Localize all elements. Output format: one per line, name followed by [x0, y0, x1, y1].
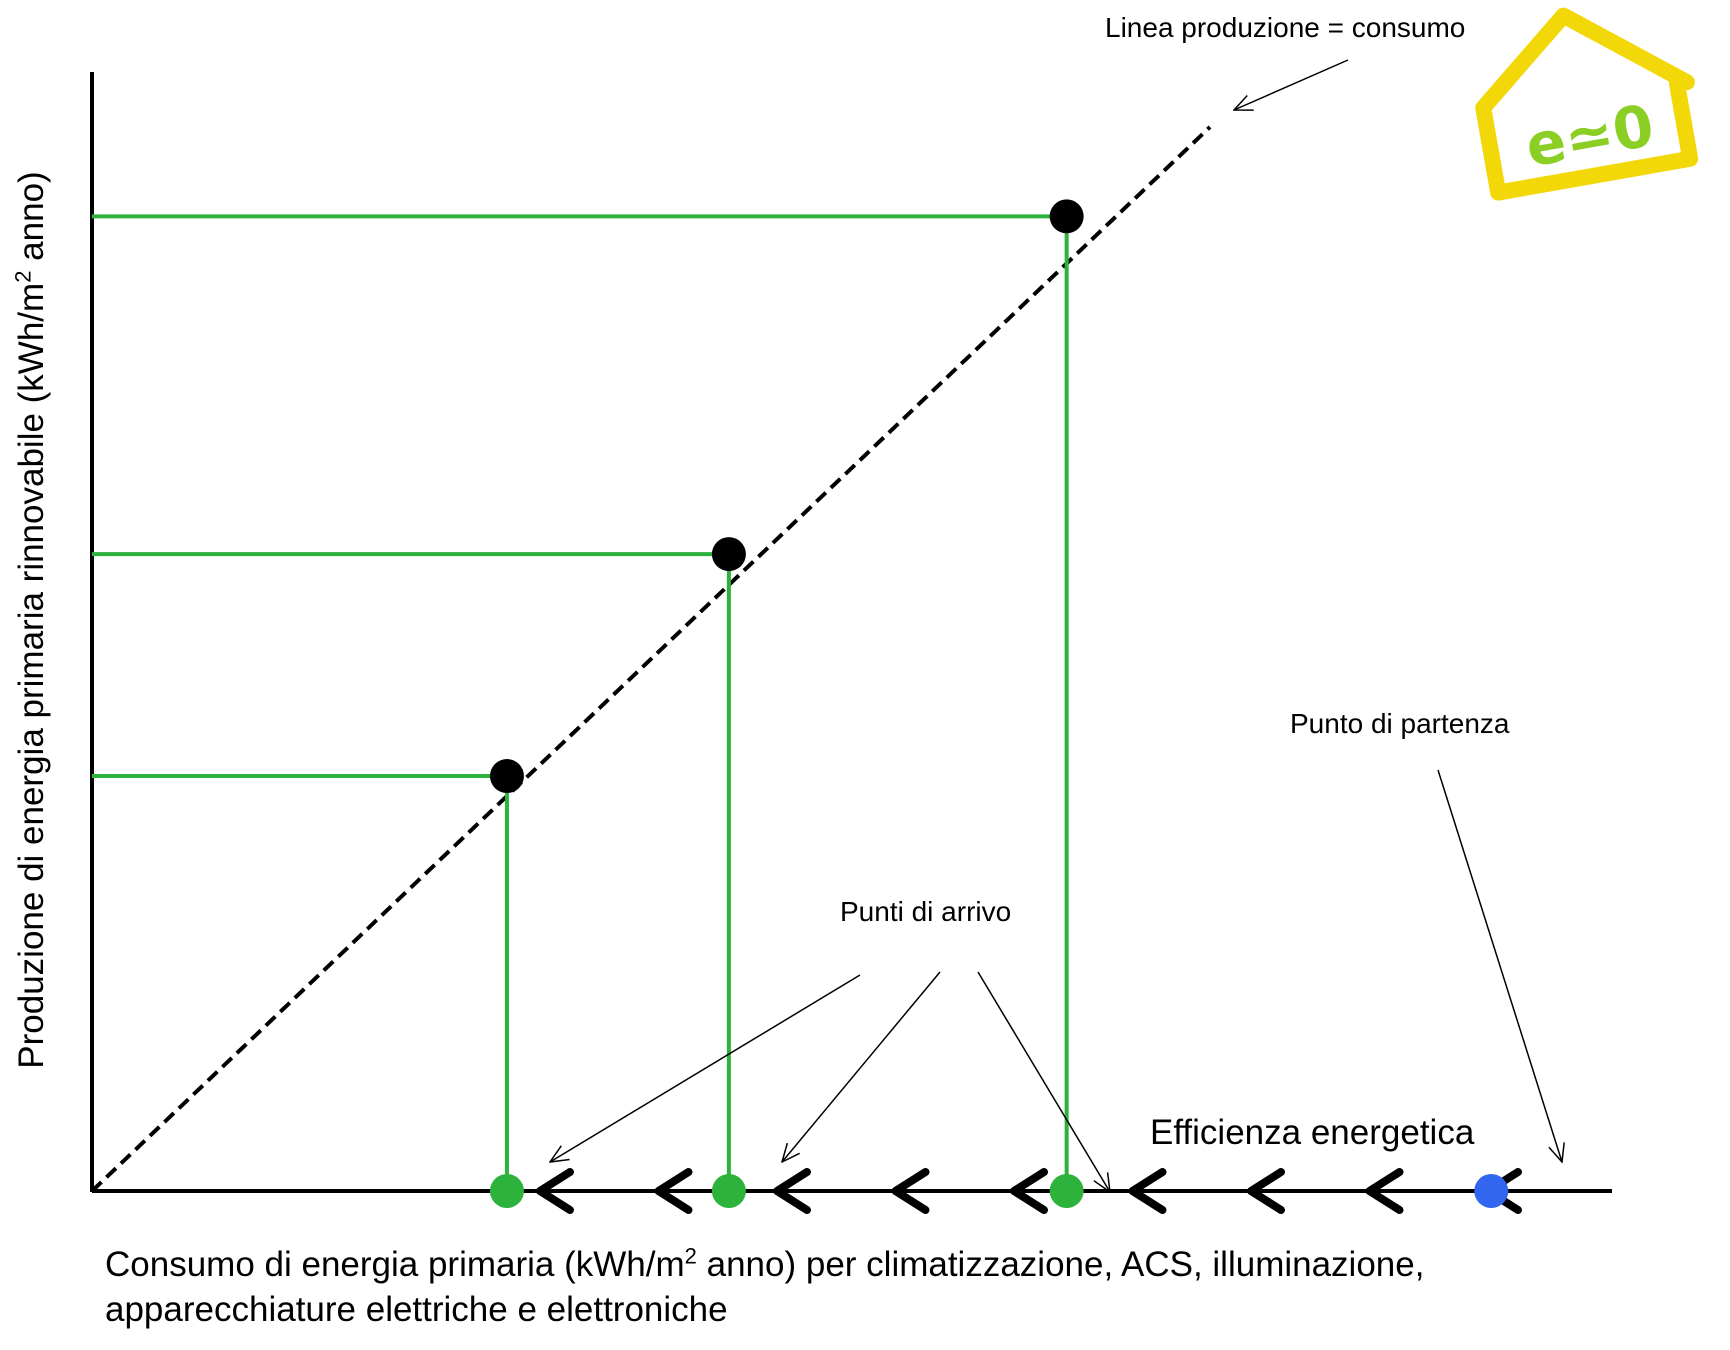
axes — [90, 72, 1612, 1193]
efficiency-label: Efficienza energetica — [1150, 1113, 1475, 1152]
x-axis-label-line1: Consumo di energia primaria (kWh/m2 anno… — [105, 1243, 1425, 1284]
nzeb-house-logo: e≃0 — [1475, 7, 1699, 201]
direction-arrow-2 — [654, 1168, 693, 1214]
house-outline-icon — [1475, 7, 1699, 201]
direction-arrow-3 — [773, 1168, 811, 1214]
pointer-arrows — [550, 59, 1562, 1192]
pointer-arrow-start — [1437, 769, 1562, 1162]
direction-arrow-8 — [1365, 1168, 1404, 1214]
data-points — [489, 199, 1509, 1208]
direction-arrow-6 — [1128, 1168, 1167, 1214]
diagonal-line-label: Linea produzione = consumo — [1105, 12, 1466, 43]
pointer-arrow-arrival-1 — [550, 974, 861, 1162]
point-on-line-1 — [489, 759, 524, 794]
y-axis-label: Produzione di energia primaria rinnovabi… — [10, 171, 51, 1069]
arrival-point-1 — [489, 1174, 524, 1208]
x-axis-label-line2: apparecchiature elettriche e elettronich… — [105, 1290, 728, 1329]
x-axis-label: Consumo di energia primaria (kWh/m2 anno… — [105, 1242, 1424, 1332]
pointer-arrow-diagonal — [1234, 59, 1349, 110]
start-point-label: Punto di partenza — [1290, 708, 1510, 739]
direction-arrow-4 — [891, 1168, 930, 1214]
point-on-line-2 — [711, 537, 746, 572]
pointer-arrow-arrival-3 — [977, 971, 1110, 1192]
arrival-point-2 — [711, 1174, 746, 1208]
start-point — [1474, 1174, 1509, 1208]
arrival-point-3 — [1049, 1174, 1084, 1208]
guide-lines — [92, 214, 1069, 1191]
production-equals-consumption-line — [90, 125, 1212, 1193]
direction-arrows — [536, 1168, 1522, 1214]
direction-arrow-1 — [536, 1168, 574, 1214]
direction-arrow-5 — [1010, 1168, 1048, 1214]
point-on-line-3 — [1049, 199, 1084, 234]
pointer-arrow-arrival-2 — [782, 971, 941, 1162]
direction-arrow-7 — [1247, 1168, 1285, 1214]
arrival-points-label: Punti di arrivo — [840, 896, 1012, 927]
